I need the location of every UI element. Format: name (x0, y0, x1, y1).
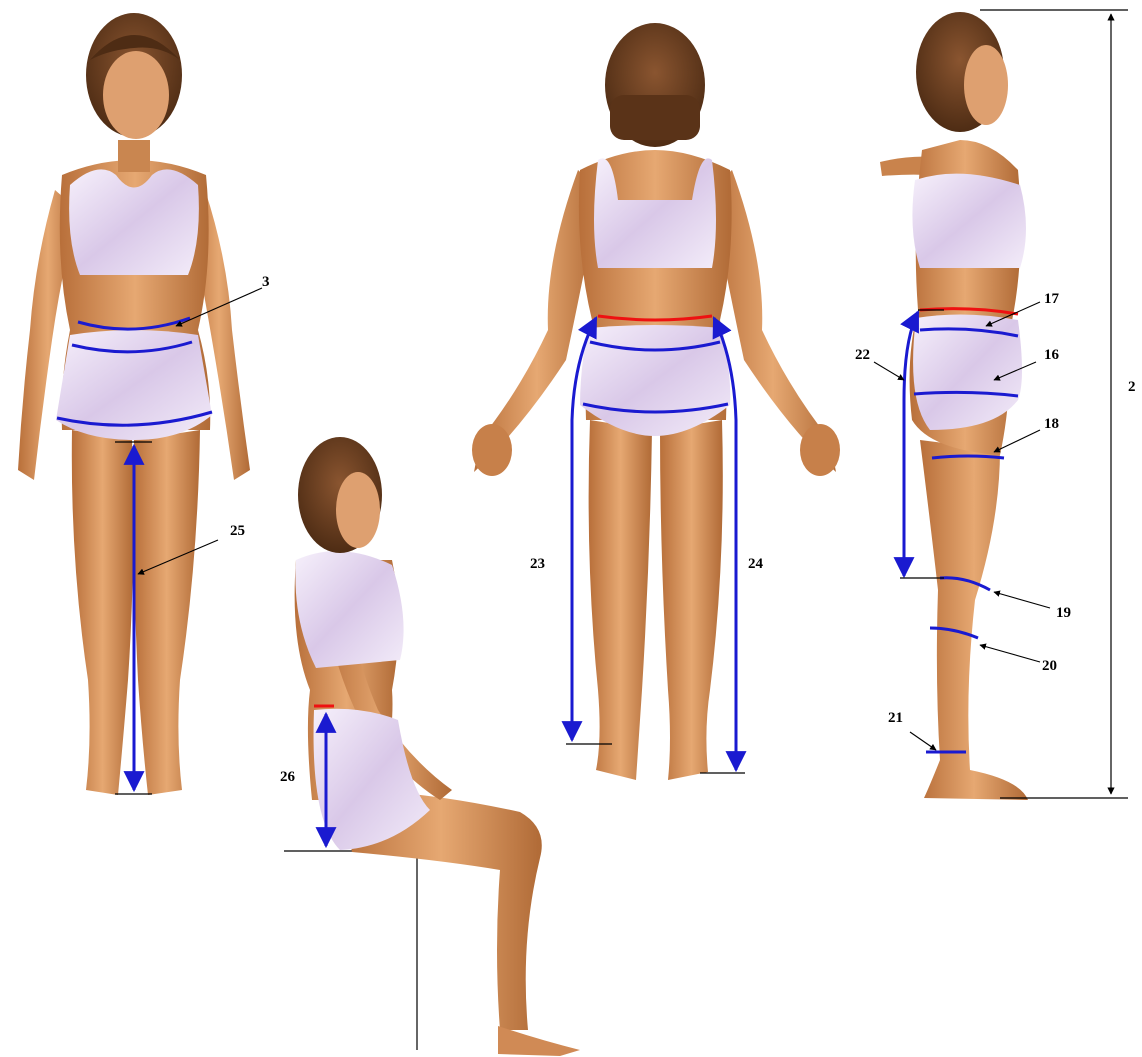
label-side-hip: 16 (1044, 347, 1060, 363)
label-front-inseam: 25 (230, 523, 245, 539)
label-side-knee: 19 (1056, 605, 1071, 621)
sitting-view-figure (284, 437, 580, 1056)
label-back-left-length: 23 (530, 556, 545, 572)
label-side-total-height: 2 (1128, 379, 1136, 395)
front-view-figure (18, 13, 262, 795)
back-view-figure (472, 23, 840, 780)
label-side-calf: 20 (1042, 658, 1057, 674)
label-side-waist-upper: 17 (1044, 291, 1060, 307)
label-side-arc-length: 22 (855, 347, 870, 363)
side-view-figure (874, 10, 1128, 800)
label-sitting-height: 26 (280, 769, 296, 785)
label-front-waist: 3 (262, 274, 270, 290)
label-back-right-length: 24 (748, 556, 764, 572)
label-side-thigh: 18 (1044, 416, 1059, 432)
label-side-ankle: 21 (888, 710, 903, 726)
